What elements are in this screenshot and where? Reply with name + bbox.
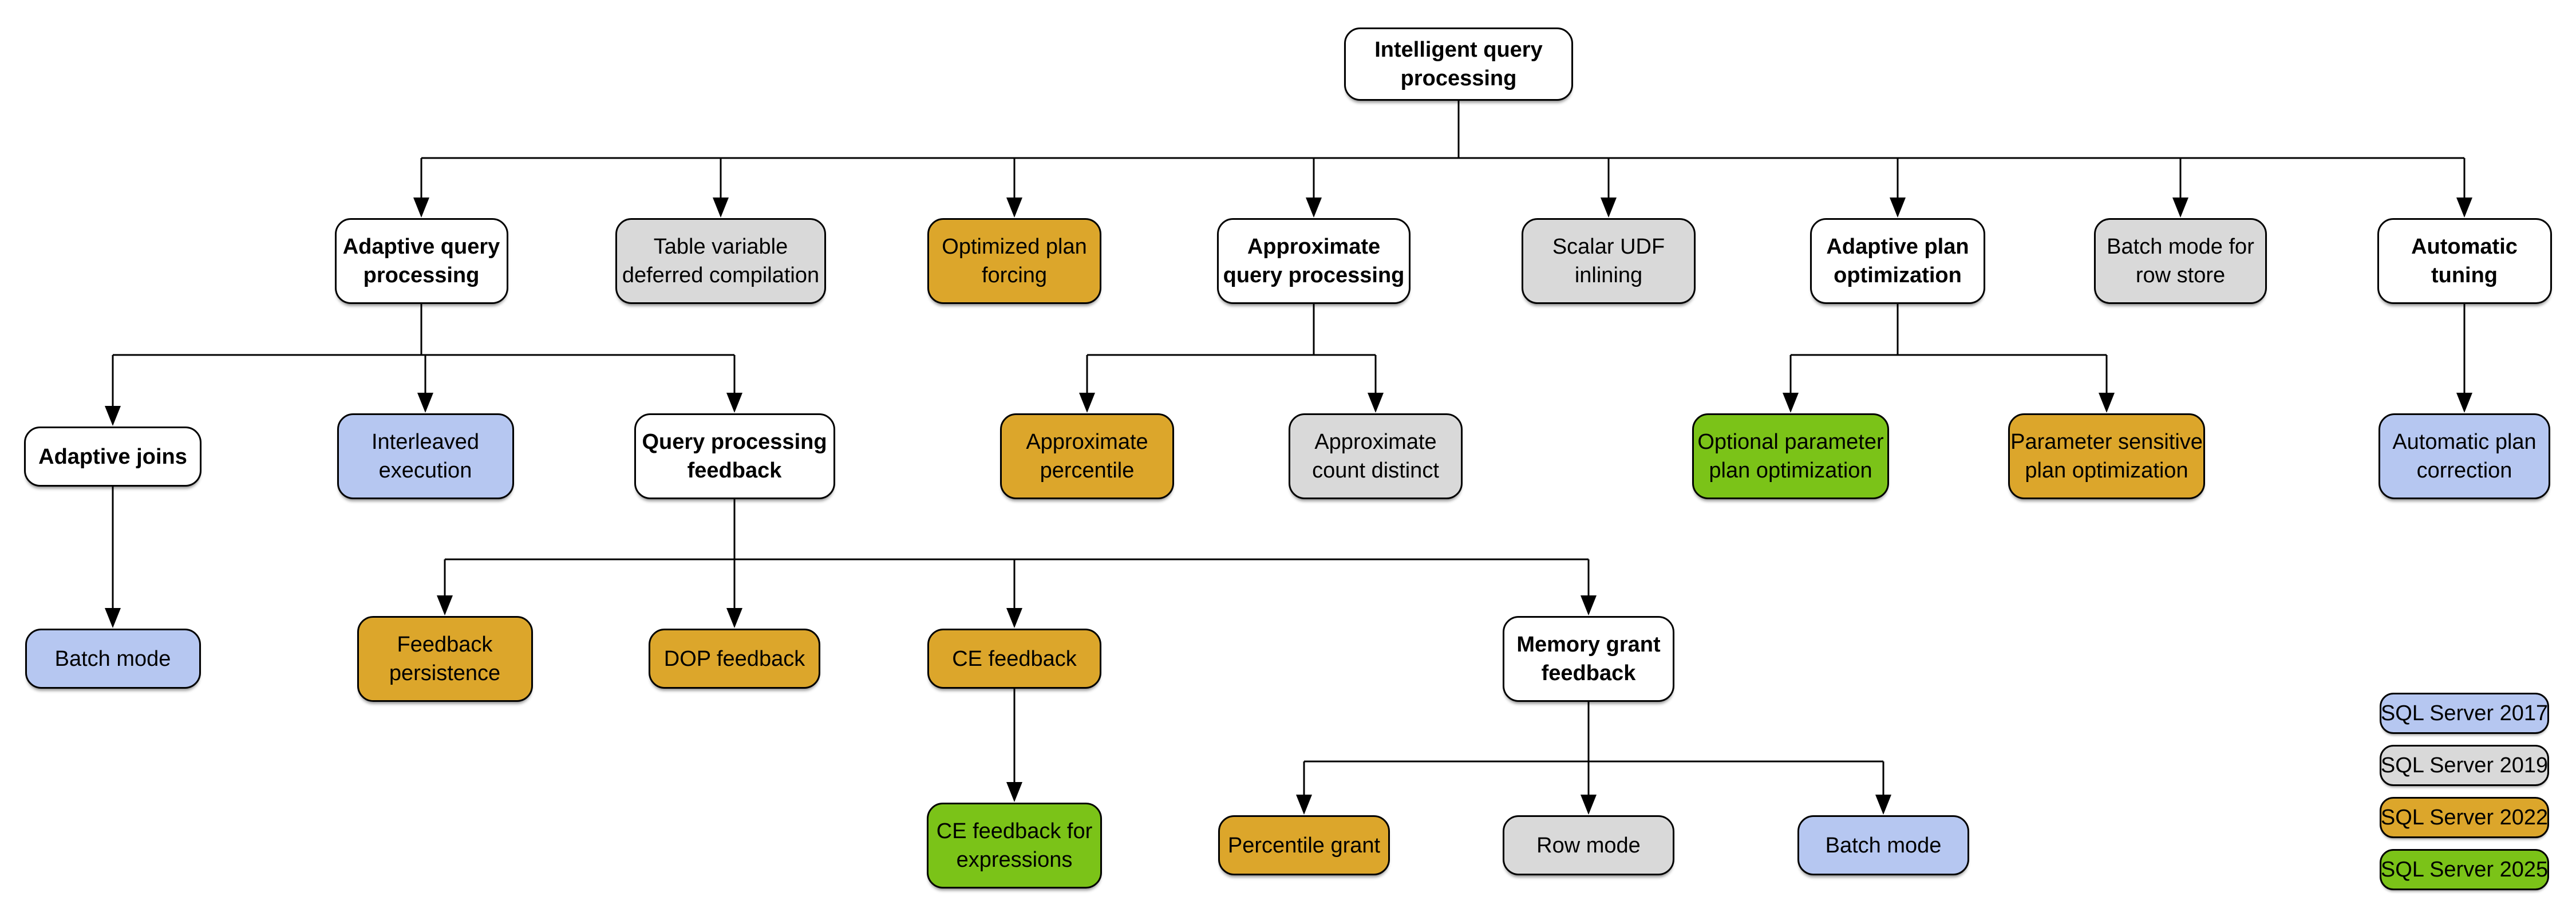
arrowhead-icon bbox=[1006, 782, 1022, 802]
node-aj-box: Adaptive joins bbox=[24, 427, 202, 487]
node-apc-box: Automatic plan correction bbox=[2379, 413, 2550, 499]
arrowhead-icon bbox=[1079, 393, 1095, 413]
node-rm-box: Row mode bbox=[1503, 815, 1674, 875]
node-ie-box: Interleaved execution bbox=[337, 413, 514, 499]
node-mgf-box: Memory grant feedback bbox=[1503, 616, 1674, 702]
arrowhead-icon bbox=[417, 393, 433, 413]
arrowhead-icon bbox=[1890, 198, 1906, 218]
legend-item-sql-server-2022: SQL Server 2022 bbox=[2380, 797, 2549, 838]
arrowhead-icon bbox=[1006, 608, 1022, 628]
arrowhead-icon bbox=[105, 608, 121, 628]
legend-item-sql-server-2025: SQL Server 2025 bbox=[2380, 849, 2549, 890]
legend-item-sql-server-2017: SQL Server 2017 bbox=[2380, 693, 2549, 734]
arrowhead-icon bbox=[1783, 393, 1799, 413]
node-bmrs-box: Batch mode for row store bbox=[2094, 218, 2267, 304]
node-pspo-box: Parameter sensitive plan optimization bbox=[2008, 413, 2205, 499]
node-apo-box: Adaptive plan optimization bbox=[1810, 218, 1985, 304]
arrowhead-icon bbox=[437, 595, 453, 615]
arrowhead-icon bbox=[2099, 393, 2115, 413]
arrowhead-icon bbox=[1306, 198, 1322, 218]
node-opf-box: Optimized plan forcing bbox=[927, 218, 1101, 304]
node-oppo-box: Optional parameter plan optimization bbox=[1692, 413, 1889, 499]
arrowhead-icon bbox=[1581, 795, 1597, 815]
arrowhead-icon bbox=[1296, 795, 1312, 815]
node-iqp-box: Intelligent query processing bbox=[1344, 27, 1573, 101]
arrowhead-icon bbox=[1368, 393, 1384, 413]
node-ce-box: CE feedback bbox=[927, 629, 1101, 689]
node-axqp-box: Approximate query processing bbox=[1217, 218, 1411, 304]
arrowhead-icon bbox=[2456, 393, 2472, 413]
arrowhead-icon bbox=[713, 198, 729, 218]
arrowhead-icon bbox=[726, 393, 742, 413]
node-cefe-box: CE feedback for expressions bbox=[927, 803, 1102, 889]
node-fp-box: Feedback persistence bbox=[357, 616, 533, 702]
arrowhead-icon bbox=[1875, 795, 1891, 815]
arrowhead-icon bbox=[413, 198, 429, 218]
arrowhead-icon bbox=[1601, 198, 1617, 218]
node-tvdc-box: Table variable deferred compilation bbox=[615, 218, 826, 304]
legend-item-sql-server-2019: SQL Server 2019 bbox=[2380, 745, 2549, 786]
node-acd-box: Approximate count distinct bbox=[1289, 413, 1463, 499]
arrowhead-icon bbox=[2456, 198, 2472, 218]
arrowhead-icon bbox=[105, 406, 121, 426]
arrowhead-icon bbox=[1006, 198, 1022, 218]
node-at-box: Automatic tuning bbox=[2377, 218, 2552, 304]
arrowhead-icon bbox=[726, 608, 742, 628]
arrowhead-icon bbox=[2172, 198, 2188, 218]
node-ap-box: Approximate percentile bbox=[1000, 413, 1174, 499]
node-sudf-box: Scalar UDF inlining bbox=[1522, 218, 1696, 304]
node-qpf-box: Query processing feedback bbox=[634, 413, 835, 499]
node-bm1-box: Batch mode bbox=[25, 629, 201, 689]
arrowhead-icon bbox=[1581, 595, 1597, 615]
node-bm2-box: Batch mode bbox=[1797, 815, 1969, 875]
node-pg-box: Percentile grant bbox=[1218, 815, 1390, 875]
node-dop-box: DOP feedback bbox=[649, 629, 820, 689]
node-aqp-box: Adaptive query processing bbox=[334, 218, 508, 304]
